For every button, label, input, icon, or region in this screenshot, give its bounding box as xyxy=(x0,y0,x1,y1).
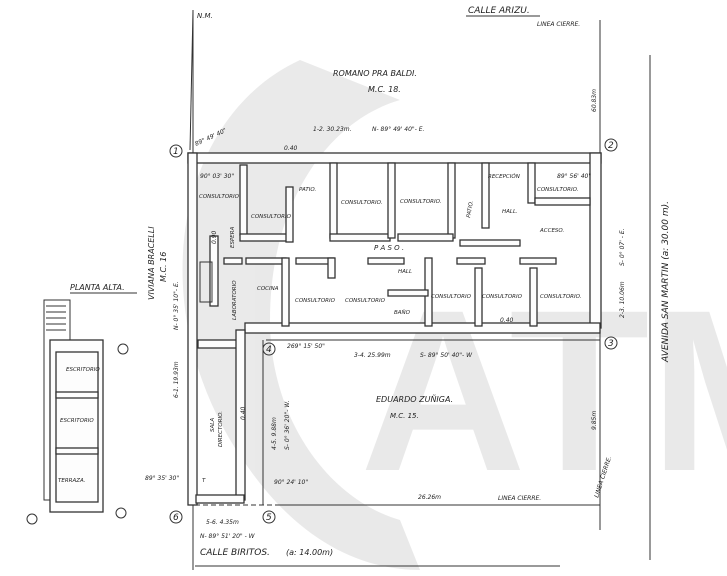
dim-left: 0.90 xyxy=(211,230,218,244)
street-bottom-width: (a: 14.00m) xyxy=(286,548,333,557)
angle-5: 90° 24' 10" xyxy=(274,479,308,486)
point-1: 1 xyxy=(173,147,179,157)
bearing-4-5: S- 0° 36' 20"- W. xyxy=(284,400,291,450)
dim-top-right: 60.83m xyxy=(591,89,598,112)
dim-right-lower: 9.85m xyxy=(591,411,598,430)
bearing-1-2: N- 89° 49' 40"- E. xyxy=(372,126,425,133)
room-cocina: COCINA xyxy=(257,286,279,292)
dim-small-top: 0.40 xyxy=(284,145,298,152)
street-top: CALLE ARIZU. xyxy=(468,6,530,16)
neighbor-left-owner: VIVIANA BRACELLI xyxy=(147,226,156,300)
room-consultorio-1: CONSULTORIO xyxy=(199,194,240,200)
side-1-2: 1-2. 30.23m. xyxy=(313,126,352,133)
bearing-6-1: N- 0° 35' 10"- E. xyxy=(173,281,180,330)
room-acceso: ACCESO. xyxy=(539,228,565,234)
watermark-text: ATM xyxy=(360,262,727,519)
point-3: 3 xyxy=(608,339,614,349)
angle-1b: 90° 03' 30" xyxy=(200,173,234,180)
point-5: 5 xyxy=(266,513,272,523)
north-mark: N.M. xyxy=(197,12,213,20)
room-paso: P A S O . xyxy=(374,244,404,252)
planta-alta-title: PLANTA ALTA. xyxy=(70,283,125,292)
room-consultorio-5: CONSULTORIO. xyxy=(537,187,579,193)
room-sala: SALA xyxy=(210,418,216,432)
bearing-3-4: S- 89° 50' 40"- W xyxy=(420,352,473,359)
room-consultorio-6: CONSULTORIO xyxy=(295,298,336,304)
room-consultorio-7: CONSULTORIO xyxy=(345,298,386,304)
dim-bottom: 26.26m xyxy=(418,494,441,501)
room-patio-2: PATIO. xyxy=(466,200,475,218)
dim-small-bottom: 0.40 xyxy=(500,317,514,324)
neighbor-top-lot: M.C. 18. xyxy=(368,85,401,94)
room-consultorio-2: CONSULTORIO xyxy=(251,214,292,220)
side-5-6: 5-6. 4.35m xyxy=(206,519,239,526)
room-terraza-mark: T xyxy=(202,478,206,484)
side-4-5: 4-5. 9.88m xyxy=(271,417,278,450)
bearing-2-3: S- 0° 07' - E. xyxy=(619,228,626,266)
watermark-logo: ATM xyxy=(182,60,727,570)
room-consultorio-4: CONSULTORIO. xyxy=(400,199,442,205)
side-6-1: 6-1. 19.93m xyxy=(173,361,180,398)
room-escritorio-1: ESCRITORIO xyxy=(66,367,100,373)
planta-alta-inset xyxy=(43,299,104,513)
angle-2: 89° 56' 40" xyxy=(557,173,591,180)
neighbor-left-lot: M.C. 16 xyxy=(159,252,168,282)
room-hall-2: HALL xyxy=(398,269,412,275)
point-6: 6 xyxy=(173,513,179,523)
room-patio-1: PATIO. xyxy=(299,187,316,193)
angle-6: 89° 35' 30" xyxy=(145,475,179,482)
side-3-4: 3-4. 25.99m xyxy=(354,352,391,359)
room-espera: ESPERA xyxy=(230,226,236,248)
point-4: 4 xyxy=(266,345,272,355)
room-directorio: DIRECTORIO. xyxy=(218,411,224,447)
room-recepcion: RECEPCIÓN xyxy=(488,173,520,180)
room-consultorio-8: CONSULTORIO xyxy=(431,294,472,300)
point-markers xyxy=(26,138,618,525)
room-hall-1: HALL. xyxy=(502,209,518,215)
room-bano: BAÑO xyxy=(394,309,411,316)
linea-cierre-bottom: LINEA CIERRE. xyxy=(498,495,541,502)
neighbor-bottom-owner: EDUARDO ZUÑIGA. xyxy=(376,394,453,404)
street-bottom: CALLE BIRITOS. xyxy=(200,548,270,558)
bearing-5-6: N- 89° 51' 20" - W xyxy=(200,533,256,540)
dim-small-left: 0.40 xyxy=(240,406,247,420)
room-escritorio-2: ESCRITORIO xyxy=(60,418,94,424)
room-consultorio-3: CONSULTORIO. xyxy=(341,200,383,206)
neighbor-top-owner: ROMANO PRA BALDI. xyxy=(333,69,417,78)
street-right: AVENIDA SAN MARTIN (a: 30.00 m). xyxy=(661,201,671,363)
room-terraza: TERRAZA. xyxy=(58,478,86,484)
room-consultorio-10: CONSULTORIO. xyxy=(540,294,582,300)
point-labels: 1 2 3 4 5 6 xyxy=(173,141,614,523)
room-consultorio-9: CONSULTORIO xyxy=(482,294,523,300)
angle-4: 269° 15' 50" xyxy=(287,343,325,350)
neighbor-bottom-lot: M.C. 15. xyxy=(390,412,419,420)
room-laboratorio: LABORATORIO xyxy=(232,280,238,320)
point-2: 2 xyxy=(608,141,614,151)
linea-cierre-top: LINEA CIERRE. xyxy=(537,21,580,28)
building-walls xyxy=(187,152,602,506)
side-2-3: 2-3. 10.06m xyxy=(619,281,626,318)
